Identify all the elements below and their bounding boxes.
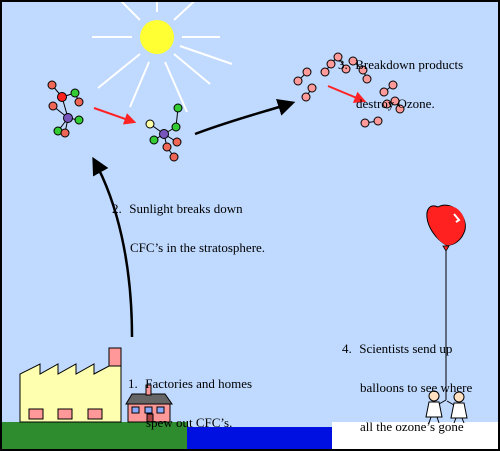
sun-disc: [140, 20, 174, 54]
step-2-number: 2.: [112, 201, 122, 216]
released-atom: [145, 119, 155, 129]
step-4-line-1: Scientists send up: [359, 341, 453, 356]
step-3-line-1: Breakdown products: [355, 57, 464, 72]
grass-ground: [2, 422, 187, 449]
step-3-caption: 3. Breakdown products destroy Ozone.: [338, 32, 463, 136]
step-3-line-2: destroy Ozone.: [356, 96, 435, 111]
step-2-line-2: CFC’s in the stratosphere.: [130, 240, 266, 255]
water: [187, 427, 332, 449]
snow-ground: [332, 422, 498, 449]
step-2-caption: 2. Sunlight breaks down CFC’s in the str…: [112, 176, 265, 280]
step-1-line-2: spew out CFC’s.: [146, 415, 233, 430]
scientists: [425, 390, 468, 424]
reaction-arrow-2: [327, 85, 367, 103]
sun: [92, 2, 233, 113]
reaction-arrow-1: [93, 107, 137, 125]
step-1-number: 1.: [128, 376, 138, 391]
step-3-number: 3.: [338, 57, 348, 72]
oxygen-products: [360, 80, 405, 128]
factory: [19, 347, 122, 423]
step-4-caption: 4. Scientists send up balloons to see wh…: [342, 316, 473, 449]
step-4-number: 4.: [342, 341, 352, 356]
cfc-molecule: [47, 80, 84, 138]
ozone-molecules: [293, 52, 372, 102]
step-2-line-1: Sunlight breaks down: [129, 201, 243, 216]
carbon-atom: [63, 113, 73, 123]
broken-cfc-molecule: [145, 103, 183, 162]
transport-arrow-2: [194, 98, 296, 136]
step-4-line-3: all the ozone’s gone: [360, 419, 464, 434]
house: [125, 384, 173, 423]
step-4-line-2: balloons to see where: [360, 380, 473, 395]
step-1-line-1: Factories and homes: [145, 376, 253, 391]
weather-balloon: [426, 204, 466, 400]
emission-arrow-1: [92, 156, 134, 338]
step-1-caption: 1. Factories and homes spew out CFC’s.: [128, 351, 253, 449]
